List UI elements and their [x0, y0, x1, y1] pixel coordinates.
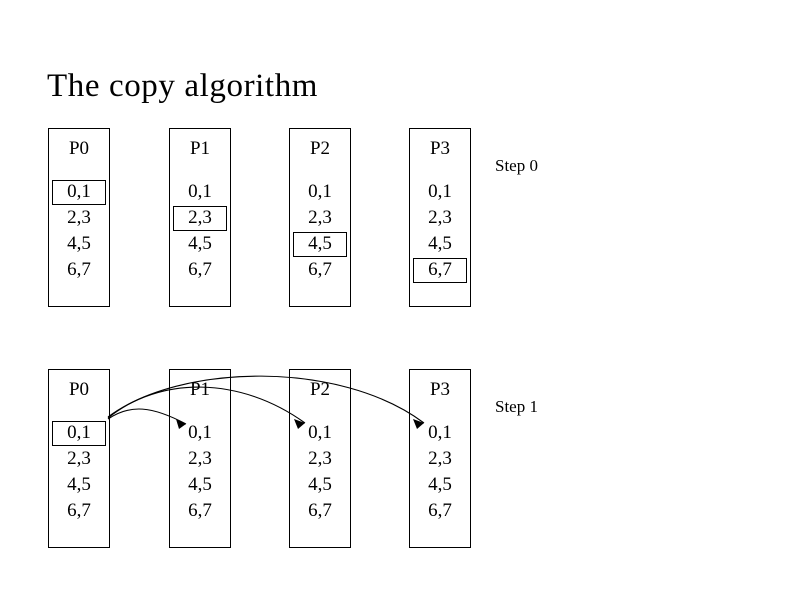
data-row[interactable]: 2,3 — [49, 446, 109, 472]
data-row[interactable]: 4,5 — [290, 231, 350, 257]
process-label-p0: P0 — [68, 379, 90, 400]
process-box-p1-step1: P1 0,1 2,3 4,5 6,7 — [169, 369, 231, 548]
row-label: 0,1 — [308, 422, 332, 443]
row-highlight-box — [52, 421, 106, 446]
process-rows-p3-step1: 0,1 2,3 4,5 6,7 — [410, 420, 470, 524]
row-label: 6,7 — [428, 500, 452, 521]
process-box-p2-step0: P2 0,1 2,3 4,5 6,7 — [289, 128, 351, 307]
arrow-p0-to-p3 — [107, 375, 425, 429]
row-label: 4,5 — [67, 233, 91, 254]
process-box-p3-step0: P3 0,1 2,3 4,5 6,7 — [409, 128, 471, 307]
process-box-p0-step0: P0 0,1 2,3 4,5 6,7 — [48, 128, 110, 307]
data-row[interactable]: 4,5 — [410, 231, 470, 257]
row-highlight-box — [293, 232, 347, 257]
row-label: 0,1 — [308, 181, 332, 202]
row-label: 2,3 — [308, 207, 332, 228]
row-label: 6,7 — [188, 500, 212, 521]
process-label-p3: P3 — [429, 379, 451, 400]
data-row[interactable]: 4,5 — [170, 472, 230, 498]
data-row[interactable]: 0,1 — [170, 420, 230, 446]
process-box-p3-step1: P3 0,1 2,3 4,5 6,7 — [409, 369, 471, 548]
row-label: 0,1 — [67, 181, 91, 202]
process-label-p1: P1 — [189, 379, 211, 400]
page-title: The copy algorithm — [47, 68, 319, 104]
data-row[interactable]: 4,5 — [49, 472, 109, 498]
data-row[interactable]: 0,1 — [290, 420, 350, 446]
row-label: 6,7 — [308, 259, 332, 280]
step-label-0: Step 0 — [495, 156, 538, 175]
row-label: 2,3 — [308, 448, 332, 469]
row-label: 2,3 — [188, 448, 212, 469]
process-rows-p1-step0: 0,1 2,3 4,5 6,7 — [170, 179, 230, 283]
process-rows-p2-step1: 0,1 2,3 4,5 6,7 — [290, 420, 350, 524]
data-row[interactable]: 4,5 — [410, 472, 470, 498]
data-row[interactable]: 6,7 — [49, 257, 109, 283]
data-row[interactable]: 2,3 — [410, 446, 470, 472]
step-label-1: Step 1 — [495, 397, 538, 416]
row-highlight-box — [173, 206, 227, 231]
process-rows-p2-step0: 0,1 2,3 4,5 6,7 — [290, 179, 350, 283]
row-label: 0,1 — [428, 181, 452, 202]
process-label-p0: P0 — [68, 138, 90, 159]
row-label: 2,3 — [67, 448, 91, 469]
data-row[interactable]: 4,5 — [290, 472, 350, 498]
process-label-p3: P3 — [429, 138, 451, 159]
process-label-p2: P2 — [309, 138, 331, 159]
process-label-p2: P2 — [309, 379, 331, 400]
data-row[interactable]: 6,7 — [410, 257, 470, 283]
row-label: 4,5 — [188, 233, 212, 254]
row-label: 2,3 — [67, 207, 91, 228]
row-label: 2,3 — [428, 207, 452, 228]
row-label: 4,5 — [308, 233, 332, 254]
data-row[interactable]: 4,5 — [170, 231, 230, 257]
row-label: 0,1 — [188, 181, 212, 202]
data-row[interactable]: 6,7 — [290, 498, 350, 524]
data-row[interactable]: 0,1 — [170, 179, 230, 205]
data-row[interactable]: 0,1 — [49, 179, 109, 205]
row-label: 0,1 — [428, 422, 452, 443]
data-row[interactable]: 0,1 — [410, 179, 470, 205]
data-row[interactable]: 6,7 — [170, 257, 230, 283]
row-highlight-box — [52, 180, 106, 205]
data-row[interactable]: 6,7 — [410, 498, 470, 524]
row-label: 6,7 — [67, 259, 91, 280]
row-label: 2,3 — [188, 207, 212, 228]
row-highlight-box — [413, 258, 467, 283]
process-rows-p1-step1: 0,1 2,3 4,5 6,7 — [170, 420, 230, 524]
data-row[interactable]: 2,3 — [410, 205, 470, 231]
row-label: 4,5 — [308, 474, 332, 495]
data-row[interactable]: 0,1 — [49, 420, 109, 446]
row-label: 6,7 — [188, 259, 212, 280]
row-label: 0,1 — [67, 422, 91, 443]
process-box-p0-step1: P0 0,1 2,3 4,5 6,7 — [48, 369, 110, 548]
row-label: 2,3 — [428, 448, 452, 469]
data-row[interactable]: 0,1 — [410, 420, 470, 446]
data-row[interactable]: 2,3 — [290, 446, 350, 472]
data-row[interactable]: 0,1 — [290, 179, 350, 205]
process-label-p1: P1 — [189, 138, 211, 159]
row-label: 6,7 — [428, 259, 452, 280]
row-label: 4,5 — [188, 474, 212, 495]
data-row[interactable]: 2,3 — [170, 446, 230, 472]
data-row[interactable]: 2,3 — [170, 205, 230, 231]
data-row[interactable]: 6,7 — [49, 498, 109, 524]
row-label: 0,1 — [188, 422, 212, 443]
row-label: 4,5 — [428, 233, 452, 254]
process-rows-p3-step0: 0,1 2,3 4,5 6,7 — [410, 179, 470, 283]
row-label: 6,7 — [67, 500, 91, 521]
data-row[interactable]: 4,5 — [49, 231, 109, 257]
row-label: 4,5 — [67, 474, 91, 495]
row-label: 6,7 — [308, 500, 332, 521]
process-box-p1-step0: P1 0,1 2,3 4,5 6,7 — [169, 128, 231, 307]
process-box-p2-step1: P2 0,1 2,3 4,5 6,7 — [289, 369, 351, 548]
data-row[interactable]: 2,3 — [49, 205, 109, 231]
data-row[interactable]: 6,7 — [170, 498, 230, 524]
data-row[interactable]: 2,3 — [290, 205, 350, 231]
data-row[interactable]: 6,7 — [290, 257, 350, 283]
process-rows-p0-step1: 0,1 2,3 4,5 6,7 — [49, 420, 109, 524]
row-label: 4,5 — [428, 474, 452, 495]
process-rows-p0-step0: 0,1 2,3 4,5 6,7 — [49, 179, 109, 283]
